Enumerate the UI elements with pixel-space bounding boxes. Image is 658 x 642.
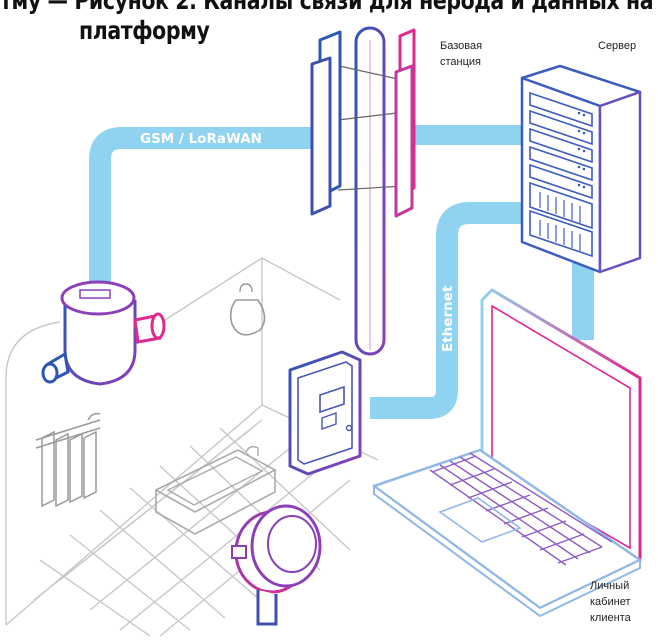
figure-title-line-2: платформу — [79, 16, 210, 45]
base-station-label: Базовая станция — [440, 38, 482, 70]
server-label: Сервер — [598, 38, 636, 54]
water-meter — [41, 280, 166, 386]
client-account-label-line-1: Личный — [590, 580, 630, 592]
base-station — [310, 26, 416, 356]
client-account-label-line-3: клиента — [590, 612, 631, 624]
pressure-sensor — [231, 504, 322, 626]
wireless-channel-label: GSM / LoRaWAN — [140, 131, 262, 147]
figure-title-line-1: тму — Рисунок 2. Каналы связи для нерода… — [0, 0, 654, 15]
wireless-channel — [89, 125, 525, 290]
base-station-label-line-1: Базовая — [440, 40, 483, 52]
server — [520, 64, 642, 274]
client-account-label: Личный кабинет клиента — [590, 578, 631, 626]
wired-channel — [370, 202, 594, 419]
wired-channel-label: Ethernet — [440, 285, 456, 352]
controller — [288, 350, 362, 476]
figure-title: тму — Рисунок 2. Каналы связи для нерода… — [0, 0, 658, 50]
room — [5, 257, 379, 637]
client-account-label-line-2: кабинет — [590, 596, 631, 608]
radiator — [35, 412, 101, 508]
server-label-line-1: Сервер — [598, 40, 637, 52]
base-station-label-line-2: станция — [440, 56, 482, 68]
laptop — [372, 288, 642, 618]
